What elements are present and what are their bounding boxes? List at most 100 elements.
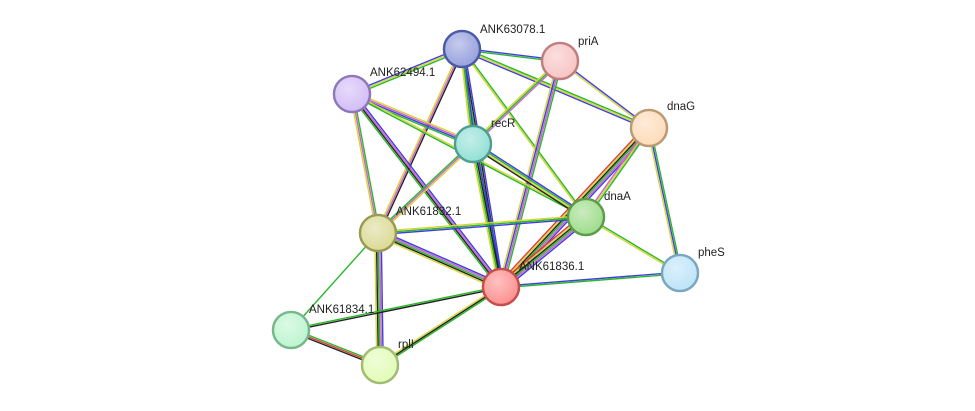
edge-strand: [379, 229, 503, 285]
node-ank61834-1[interactable]: [271, 310, 311, 350]
edge-strand: [378, 144, 475, 235]
node-highlight: [274, 313, 308, 347]
edge-strand: [498, 60, 559, 287]
edge-strand: [472, 60, 561, 145]
edge-strand: [377, 232, 381, 366]
edge-strand: [500, 271, 680, 287]
node-label-ank61836-1: ANK61836.1: [519, 261, 584, 273]
edge-strand: [352, 93, 381, 233]
edge-pria-ank61836-1: [498, 60, 563, 288]
edge-strand: [380, 232, 384, 365]
node-label-recr: recR: [491, 118, 515, 130]
node-label-phes: pheS: [698, 247, 725, 259]
edge-ank61832-1-ank61834-1: [290, 232, 379, 331]
edge-strand: [290, 285, 501, 330]
edge-recr-ank61832-1: [376, 142, 475, 235]
edge-strand: [462, 48, 588, 217]
edge-strand: [378, 232, 383, 365]
node-layer: [271, 29, 700, 385]
edge-ank63078-1-ank62494-1: [351, 46, 463, 97]
node-recr[interactable]: [453, 124, 493, 164]
edge-strand: [353, 92, 504, 286]
node-highlight: [569, 200, 603, 234]
edge-strand: [474, 143, 505, 287]
edge-strand: [377, 216, 587, 234]
node-ank61832-1[interactable]: [358, 213, 398, 253]
edge-strand: [501, 61, 562, 288]
edge-strand: [375, 48, 462, 233]
edge-strand: [499, 60, 560, 287]
edge-strand: [501, 273, 681, 289]
edge-strand: [377, 232, 502, 288]
node-highlight: [445, 32, 479, 66]
edge-ank61836-1-phes: [500, 271, 681, 289]
edge-strand: [377, 214, 586, 233]
edge-strand: [471, 145, 586, 220]
edge-strand: [646, 128, 680, 274]
node-dnag[interactable]: [629, 108, 669, 148]
edge-strand: [649, 127, 683, 273]
edge-strand: [375, 233, 380, 366]
edge-recr-dnaa: [471, 141, 588, 220]
edge-strand: [352, 91, 475, 143]
edge-strand: [378, 217, 587, 236]
node-ank61836-1[interactable]: [481, 267, 521, 307]
edge-strand: [472, 144, 586, 219]
edge-strand: [377, 143, 474, 234]
edge-ank61832-1-rpli: [374, 232, 384, 366]
node-label-dnag: dnaG: [667, 101, 695, 113]
edge-ank61836-1-ank61834-1: [290, 285, 502, 332]
edge-strand: [374, 233, 378, 366]
edge-strand: [473, 142, 587, 217]
edge-ank63078-1-dnaa: [460, 48, 588, 218]
edge-strand: [291, 287, 502, 332]
edge-strand: [352, 49, 463, 97]
edge-ank61836-1-rpli: [378, 285, 503, 367]
node-label-ank61834-1: ANK61834.1: [309, 304, 374, 316]
edge-ank62494-1-ank61832-1: [349, 93, 381, 234]
edge-strand: [648, 127, 681, 274]
edge-strand: [349, 94, 378, 234]
node-highlight: [361, 216, 395, 250]
edge-strand: [379, 286, 502, 366]
edge-strand: [471, 59, 560, 144]
node-ank62494-1[interactable]: [332, 74, 372, 114]
node-dnaa[interactable]: [566, 197, 606, 237]
node-ank63078-1[interactable]: [442, 29, 482, 69]
edge-strand: [352, 92, 474, 144]
edge-dnaa-ank61832-1: [377, 214, 587, 236]
node-highlight: [663, 256, 697, 290]
node-label-ank63078-1: ANK63078.1: [480, 24, 545, 36]
label-layer: ANK63078.1priAANK62494.1dnaGrecRdnaAANK6…: [309, 24, 725, 351]
node-highlight: [335, 77, 369, 111]
edge-ank61832-1-ank61836-1: [376, 229, 503, 291]
node-highlight: [484, 270, 518, 304]
node-label-ank62494-1: ANK62494.1: [370, 67, 435, 79]
edge-recr-ank61836-1: [469, 143, 505, 288]
edge-dnag-phes: [646, 127, 683, 274]
edge-strand: [378, 230, 502, 287]
edge-pria-recr: [471, 59, 562, 146]
edge-strand: [377, 233, 501, 290]
edge-ank63078-1-ank61832-1: [375, 48, 465, 234]
node-label-rpli: rplI: [398, 339, 414, 351]
node-phes[interactable]: [660, 253, 700, 293]
edge-strand: [469, 144, 500, 288]
node-rpli[interactable]: [360, 345, 400, 385]
node-highlight: [363, 348, 397, 382]
edge-strand: [380, 287, 503, 367]
node-label-pria: priA: [578, 36, 599, 48]
node-highlight: [456, 127, 490, 161]
edge-strand: [377, 48, 463, 234]
edge-strand: [378, 285, 501, 365]
edge-strand: [473, 143, 503, 287]
edge-strand: [473, 61, 562, 146]
edge-strand: [471, 144, 501, 288]
edge-strand: [376, 235, 500, 291]
edge-strand: [502, 61, 563, 288]
node-highlight: [632, 111, 666, 145]
node-pria[interactable]: [540, 41, 580, 81]
edge-strand: [351, 46, 462, 94]
node-highlight: [543, 44, 577, 78]
